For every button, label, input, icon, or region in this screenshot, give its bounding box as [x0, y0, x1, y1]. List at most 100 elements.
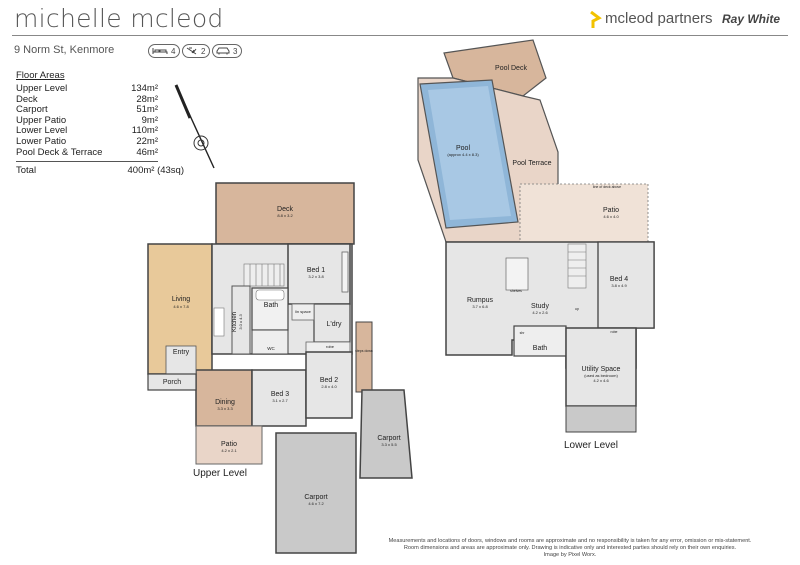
bathroom-count: 2 [201, 46, 206, 56]
bed4-dim: 3.8 x 4.9 [611, 283, 627, 288]
floor-area-row: Upper Level 134m² [16, 83, 158, 95]
bathroom-count-badge: 2 [182, 44, 211, 58]
floor-area-row: Deck 28m² [16, 93, 158, 106]
floor-area-row: Lower Level 110m² [16, 126, 158, 137]
bath-icon [186, 47, 197, 55]
upper-bath-label: Bath [264, 302, 279, 309]
floor-area-label: Upper Level [16, 83, 68, 94]
lower-level-title: Lower Level [564, 440, 618, 451]
floor-area-value: 9m² [141, 114, 158, 126]
upper-level-title: Upper Level [193, 468, 247, 479]
upper-patio-label: Patio [221, 441, 237, 448]
bed2-dim: 2.8 x 4.0 [321, 384, 337, 389]
bed1-label: Bed 1 [307, 267, 325, 274]
bed3-label: Bed 3 [271, 391, 289, 398]
carport2-dim: 3.3 x 5.5 [381, 442, 397, 447]
lower-bath-label: Bath [533, 345, 548, 352]
wc-label: WC [267, 346, 275, 351]
floor-area-row: Lower Patio 22m² [16, 135, 158, 148]
upper-level-plan [147, 182, 413, 554]
lower-patio-dim: 4.6 x 4.0 [603, 214, 619, 219]
linen-space-label: lin space [295, 309, 312, 314]
pool-terrace-label: Pool Terrace [512, 160, 551, 167]
floor-area-label: Lower Level [16, 125, 68, 137]
disclaimer-line-2: Room dimensions and areas are approximat… [403, 545, 737, 551]
agent-name: michelle mcleod [14, 4, 224, 33]
bed4-label: Bed 4 [610, 276, 628, 283]
carport1-label: Carport [304, 494, 327, 501]
utility-dim: 4.2 x 4.6 [593, 378, 609, 383]
bed1-dim: 3.2 x 3.8 [308, 274, 324, 279]
kitchen-label: Kitchen [232, 312, 238, 332]
property-address: 9 Norm St, Kenmore [14, 44, 115, 56]
lower-patio-label: Patio [603, 207, 619, 214]
brand-name: mcleod partners [605, 10, 713, 27]
floor-area-value: 28m² [136, 93, 158, 105]
utility-note: (used as bedroom) [584, 373, 618, 378]
pool-label: Pool [456, 145, 470, 152]
shelves-label: shelves [510, 289, 522, 293]
study-dim: 4.2 x 2.6 [532, 310, 548, 315]
floor-area-value: 51m² [136, 104, 158, 116]
disclaimer-line-1: Measurements and locations of doors, win… [388, 538, 752, 544]
floor-area-label: Upper Patio [16, 114, 67, 126]
living-label: Living [172, 296, 190, 303]
car-count-badge: 3 [212, 44, 243, 58]
floor-areas-total: Total 400m² (43sq) [16, 165, 184, 177]
lower-level-plan [417, 39, 655, 433]
up-label: up [575, 307, 579, 311]
compass-icon [174, 84, 215, 169]
floor-areas-title: Floor Areas [16, 70, 65, 81]
disclaimer: Measurements and locations of doors, win… [360, 538, 780, 559]
dining-label: Dining [215, 399, 235, 406]
disclaimer-line-3: Image by Pixel Worx. [543, 552, 597, 558]
floor-area-label: Lower Patio [16, 135, 67, 147]
lower-robe-label: robe [610, 330, 617, 334]
brand-flag-icon [590, 11, 602, 28]
header-divider [12, 35, 788, 36]
utility-label: Utility Space [582, 366, 621, 373]
pool-dim: (approx 4.4 x 8.3) [447, 152, 479, 157]
car-count: 3 [233, 46, 238, 56]
floor-area-value: 110m² [131, 125, 158, 137]
room-labels: Deck 8.8 x 3.2 Living 4.6 x 7.8 Kitchen … [163, 65, 628, 506]
car-icon [216, 47, 230, 55]
total-value: 400m² (43sq) [127, 165, 185, 177]
steps-down-label: steps down [355, 349, 373, 353]
floor-area-value: 46m² [136, 146, 158, 158]
floor-area-row: Upper Patio 9m² [16, 114, 158, 127]
bed3-dim: 3.1 x 2.7 [272, 398, 288, 403]
floor-areas-table: Floor Areas Upper Level 134m² Deck 28m² Carp… [16, 70, 184, 177]
bedroom-count-badge: 4 [148, 44, 181, 58]
bed2-label: Bed 2 [320, 377, 338, 384]
porch-label: Porch [163, 379, 181, 386]
carport2-label: Carport [377, 435, 400, 442]
shower-label: shr [520, 331, 526, 335]
dining-dim: 3.3 x 3.3 [217, 406, 233, 411]
floor-area-row: Pool Deck & Terrace 46m² [16, 146, 158, 159]
floor-area-value: 134m² [131, 83, 158, 94]
floor-area-label: Deck [16, 93, 38, 105]
laundry-label: L'dry [327, 321, 342, 328]
floor-area-value: 22m² [136, 135, 158, 147]
deck-line-note: line of deck above [593, 185, 621, 189]
brand-ray-white: Ray White [722, 12, 781, 26]
deck-label: Deck [277, 206, 293, 213]
floor-area-label: Pool Deck & Terrace [16, 146, 103, 158]
entry-label: Entry [173, 349, 190, 356]
floor-area-label: Carport [16, 104, 48, 116]
study-label: Study [531, 303, 549, 310]
bed-icon [152, 48, 168, 54]
pool-deck-label: Pool Deck [495, 65, 527, 72]
living-dim: 4.6 x 7.8 [173, 304, 189, 309]
carport1-dim: 4.6 x 7.2 [308, 501, 324, 506]
total-label: Total [16, 165, 37, 177]
bedroom-count: 4 [171, 46, 176, 56]
deck-dim: 8.8 x 3.2 [277, 213, 293, 218]
upper-patio-dim: 4.2 x 2.1 [221, 448, 237, 453]
kitchen-dim: 3.0 x 4.3 [238, 314, 243, 330]
rumpus-label: Rumpus [467, 297, 494, 304]
rumpus-dim: 3.7 x 6.8 [472, 304, 488, 309]
robe-label: robe [326, 344, 335, 349]
